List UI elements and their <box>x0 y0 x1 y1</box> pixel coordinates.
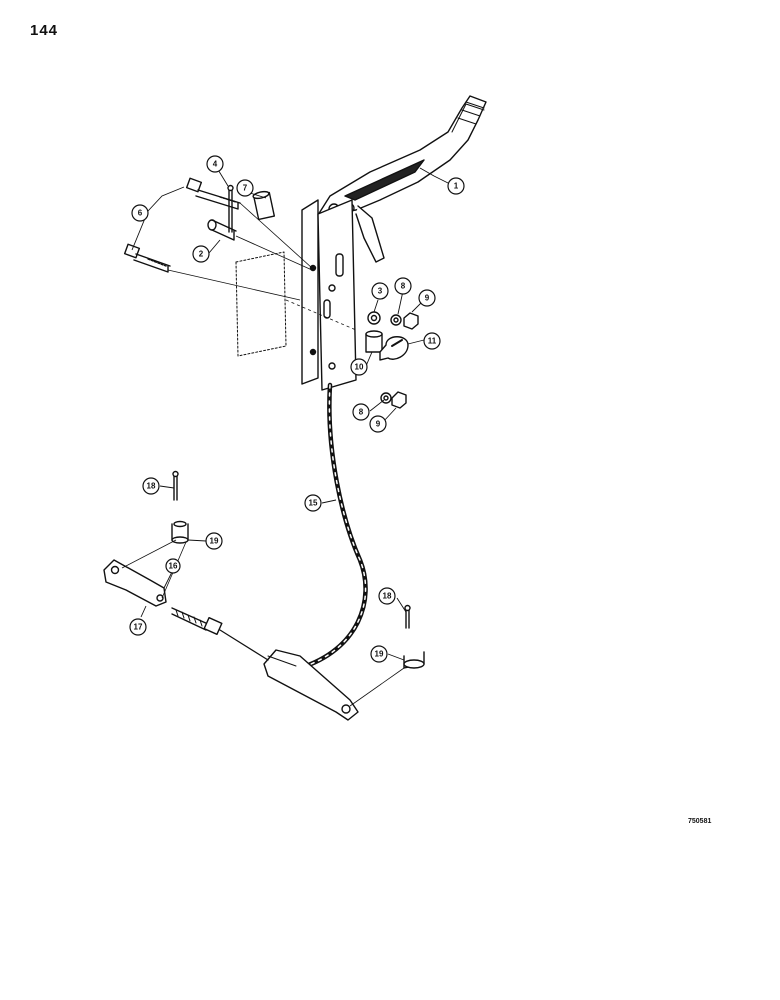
svg-text:18: 18 <box>147 482 156 491</box>
svg-text:9: 9 <box>425 294 430 303</box>
callout-4: 4 <box>206 155 224 173</box>
cotter-pin-right <box>404 604 411 629</box>
clevis-pin-right <box>403 651 425 669</box>
svg-text:1: 1 <box>454 182 459 191</box>
nut <box>391 391 407 409</box>
cotter-pin <box>227 184 234 233</box>
svg-text:6: 6 <box>138 209 143 218</box>
figure-code: 750581 <box>688 818 712 825</box>
cable-clamp <box>379 336 409 361</box>
callout-8-lower: 8 <box>352 403 370 421</box>
nut <box>403 312 419 330</box>
callout-17: 17 <box>129 618 147 636</box>
svg-text:18: 18 <box>383 592 392 601</box>
svg-text:3: 3 <box>378 287 383 296</box>
svg-text:10: 10 <box>355 363 364 372</box>
clevis-pin-left <box>171 520 189 544</box>
svg-text:7: 7 <box>243 184 248 193</box>
washer <box>367 311 381 325</box>
callout-2: 2 <box>192 245 210 263</box>
callout-11: 11 <box>423 332 441 350</box>
callout-3: 3 <box>371 282 389 300</box>
leader-lines <box>131 167 449 661</box>
callout-7: 7 <box>236 179 254 197</box>
svg-text:4: 4 <box>213 160 218 169</box>
page-number: 144 <box>30 22 59 39</box>
mounting-plate <box>301 199 357 391</box>
callout-19-right: 19 <box>370 645 388 663</box>
svg-text:19: 19 <box>210 537 219 546</box>
svg-text:2: 2 <box>199 250 204 259</box>
callout-10: 10 <box>350 358 368 376</box>
svg-text:8: 8 <box>359 408 364 417</box>
bushing <box>365 330 383 353</box>
callout-19-left: 19 <box>205 532 223 550</box>
brake-cable <box>297 382 368 671</box>
clevis <box>103 559 167 607</box>
svg-text:15: 15 <box>309 499 318 508</box>
clevis-pin <box>207 219 237 241</box>
callout-9-lower: 9 <box>369 415 387 433</box>
cable-end-bracket <box>263 649 359 721</box>
svg-text:16: 16 <box>169 562 178 571</box>
spacer <box>252 190 276 221</box>
svg-text:8: 8 <box>401 282 406 291</box>
callout-15: 15 <box>304 494 322 512</box>
callout-6: 6 <box>131 204 149 222</box>
backing-plate <box>235 251 287 357</box>
callout-18-right: 18 <box>378 587 396 605</box>
svg-text:9: 9 <box>376 420 381 429</box>
svg-text:19: 19 <box>375 650 384 659</box>
callout-16: 16 <box>165 558 181 574</box>
svg-text:17: 17 <box>134 623 143 632</box>
bolt-upper <box>185 177 241 210</box>
callout-1: 1 <box>447 177 465 195</box>
lock-washer <box>390 314 402 326</box>
bolt-lower <box>123 243 171 273</box>
assembly-lines <box>121 202 405 707</box>
callout-9-upper: 9 <box>418 289 436 307</box>
cotter-pin-left <box>172 470 179 501</box>
threaded-rod <box>171 607 269 661</box>
callout-8-upper: 8 <box>394 277 412 295</box>
svg-text:11: 11 <box>428 337 437 346</box>
callout-18-left: 18 <box>142 477 160 495</box>
